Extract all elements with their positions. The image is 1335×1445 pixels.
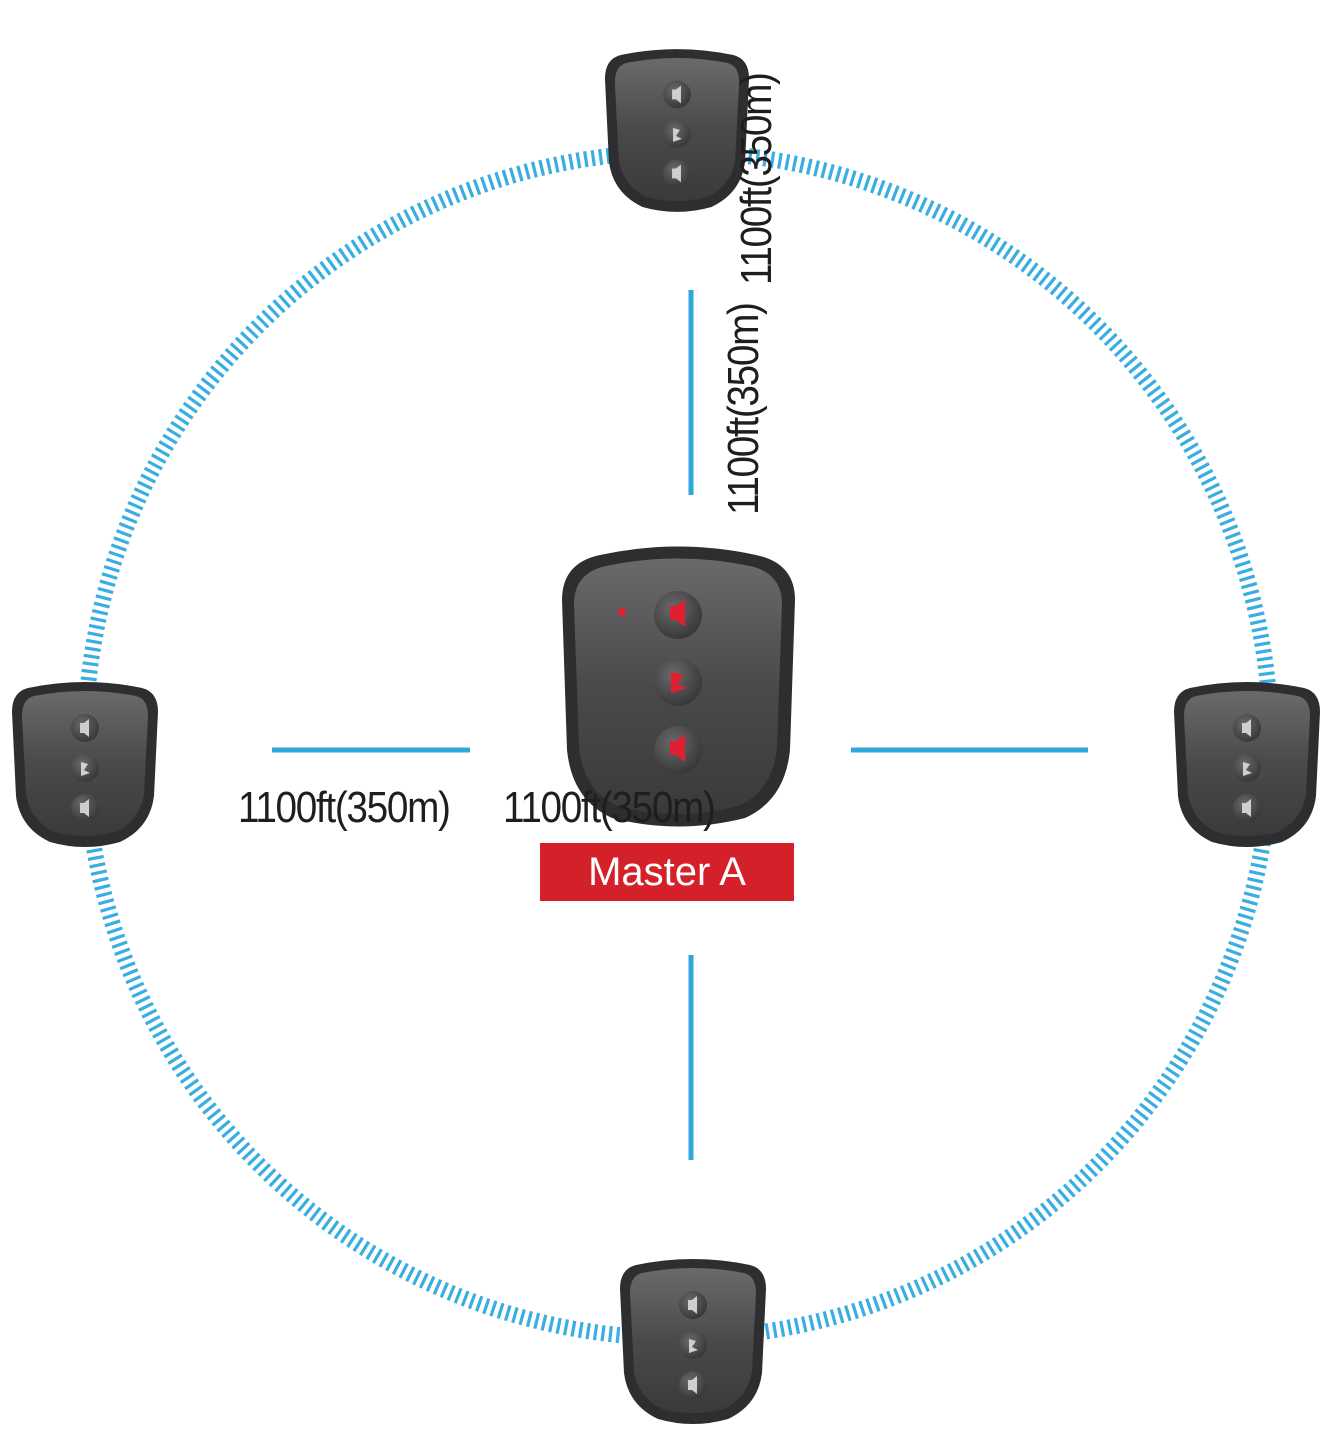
master-led-icon: [618, 608, 626, 616]
remote-device-left: [12, 682, 158, 847]
remote-device-top: [604, 49, 750, 212]
remote-device-right: [1174, 682, 1320, 847]
distance-label-top-inner: 1100ft(350m): [719, 303, 768, 515]
master-speaker-icon-top: [670, 599, 685, 627]
master-label-badge: Master A: [540, 843, 794, 901]
master-mute-icon: [671, 672, 687, 693]
distance-label-left: 1100ft(350m): [238, 783, 451, 832]
remote-device-bottom: [620, 1259, 766, 1424]
master-speaker-icon-bottom: [670, 734, 685, 762]
distance-label-center: 1100ft(350m): [503, 783, 716, 832]
distance-label-top-outer: 1100ft(350m): [732, 73, 781, 285]
master-device: [562, 546, 795, 827]
